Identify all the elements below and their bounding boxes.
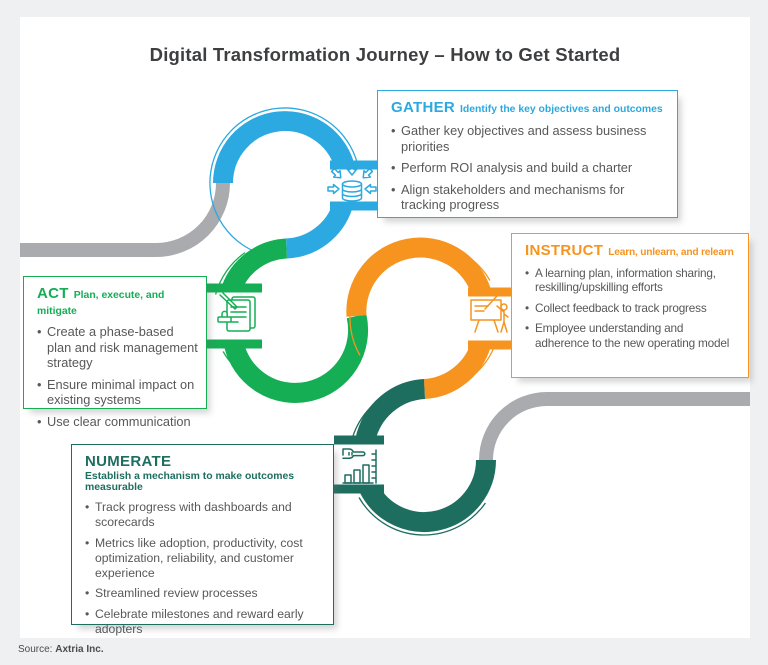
act-bullet-list: Create a phase-based plan and risk manag… [37,324,198,430]
act-tagline: Plan, execute, and mitigate [37,290,165,317]
instruct-bullet-list: A learning plan, information sharing, re… [525,266,740,350]
source-label: Source: [18,644,53,655]
source-attribution: Source: Axtria Inc. [18,644,104,655]
path-exit-line [479,392,750,461]
gather-bullet-list: Gather key objectives and assess busines… [391,123,669,213]
bullet-item: Streamlined review processes [85,586,325,601]
metrics-chart-icon [342,448,377,484]
act-gap-bars [207,283,262,349]
bullet-item: Ensure minimal impact on existing system… [37,377,198,408]
bullet-item: Collect feedback to track progress [525,301,740,316]
bullet-item: Use clear communication [37,414,198,430]
bullet-item: A learning plan, information sharing, re… [525,266,740,295]
instruct-tagline: Learn, unlearn, and relearn [608,247,734,258]
bullet-item: Employee understanding and adherence to … [525,321,740,350]
presentation-trainer-icon [470,295,509,333]
path-gray-segments [20,182,750,461]
gather-tagline: Identify the key objectives and outcomes [460,104,663,115]
instruct-title: INSTRUCT [525,242,604,259]
numerate-title: NUMERATE [85,453,172,470]
path-entry-line [20,182,230,257]
page-title: Digital Transformation Journey – How to … [149,44,621,65]
bullet-item: Metrics like adoption, productivity, cos… [85,536,325,581]
gather-card: GATHER Identify the key objectives and ou… [377,90,678,218]
gather-loop [209,107,377,259]
numerate-tagline: Establish a mechanism to make outcomes m… [85,471,295,493]
act-title: ACT [37,285,69,302]
instruct-card: INSTRUCT Learn, unlearn, and relearn A le… [511,233,749,378]
bullet-item: Gather key objectives and assess busines… [391,123,669,154]
numerate-bullet-list: Track progress with dashboards and score… [85,500,325,637]
source-value: Axtria Inc. [55,644,104,655]
numerate-loop [334,379,496,536]
bullet-item: Celebrate milestones and reward early ad… [85,607,325,637]
bullet-item: Align stakeholders and mechanisms for tr… [391,182,669,213]
act-loop [207,238,369,403]
instruct-gap-bars [468,287,511,350]
gather-title: GATHER [391,99,456,116]
numerate-gap-bars [334,435,384,494]
bullet-item: Perform ROI analysis and build a charter [391,160,669,176]
document-stamp-icon [217,292,256,332]
bullet-item: Create a phase-based plan and risk manag… [37,324,198,371]
bullet-item: Track progress with dashboards and score… [85,500,325,530]
database-gather-icon [327,163,377,202]
instruct-loop [346,237,511,399]
